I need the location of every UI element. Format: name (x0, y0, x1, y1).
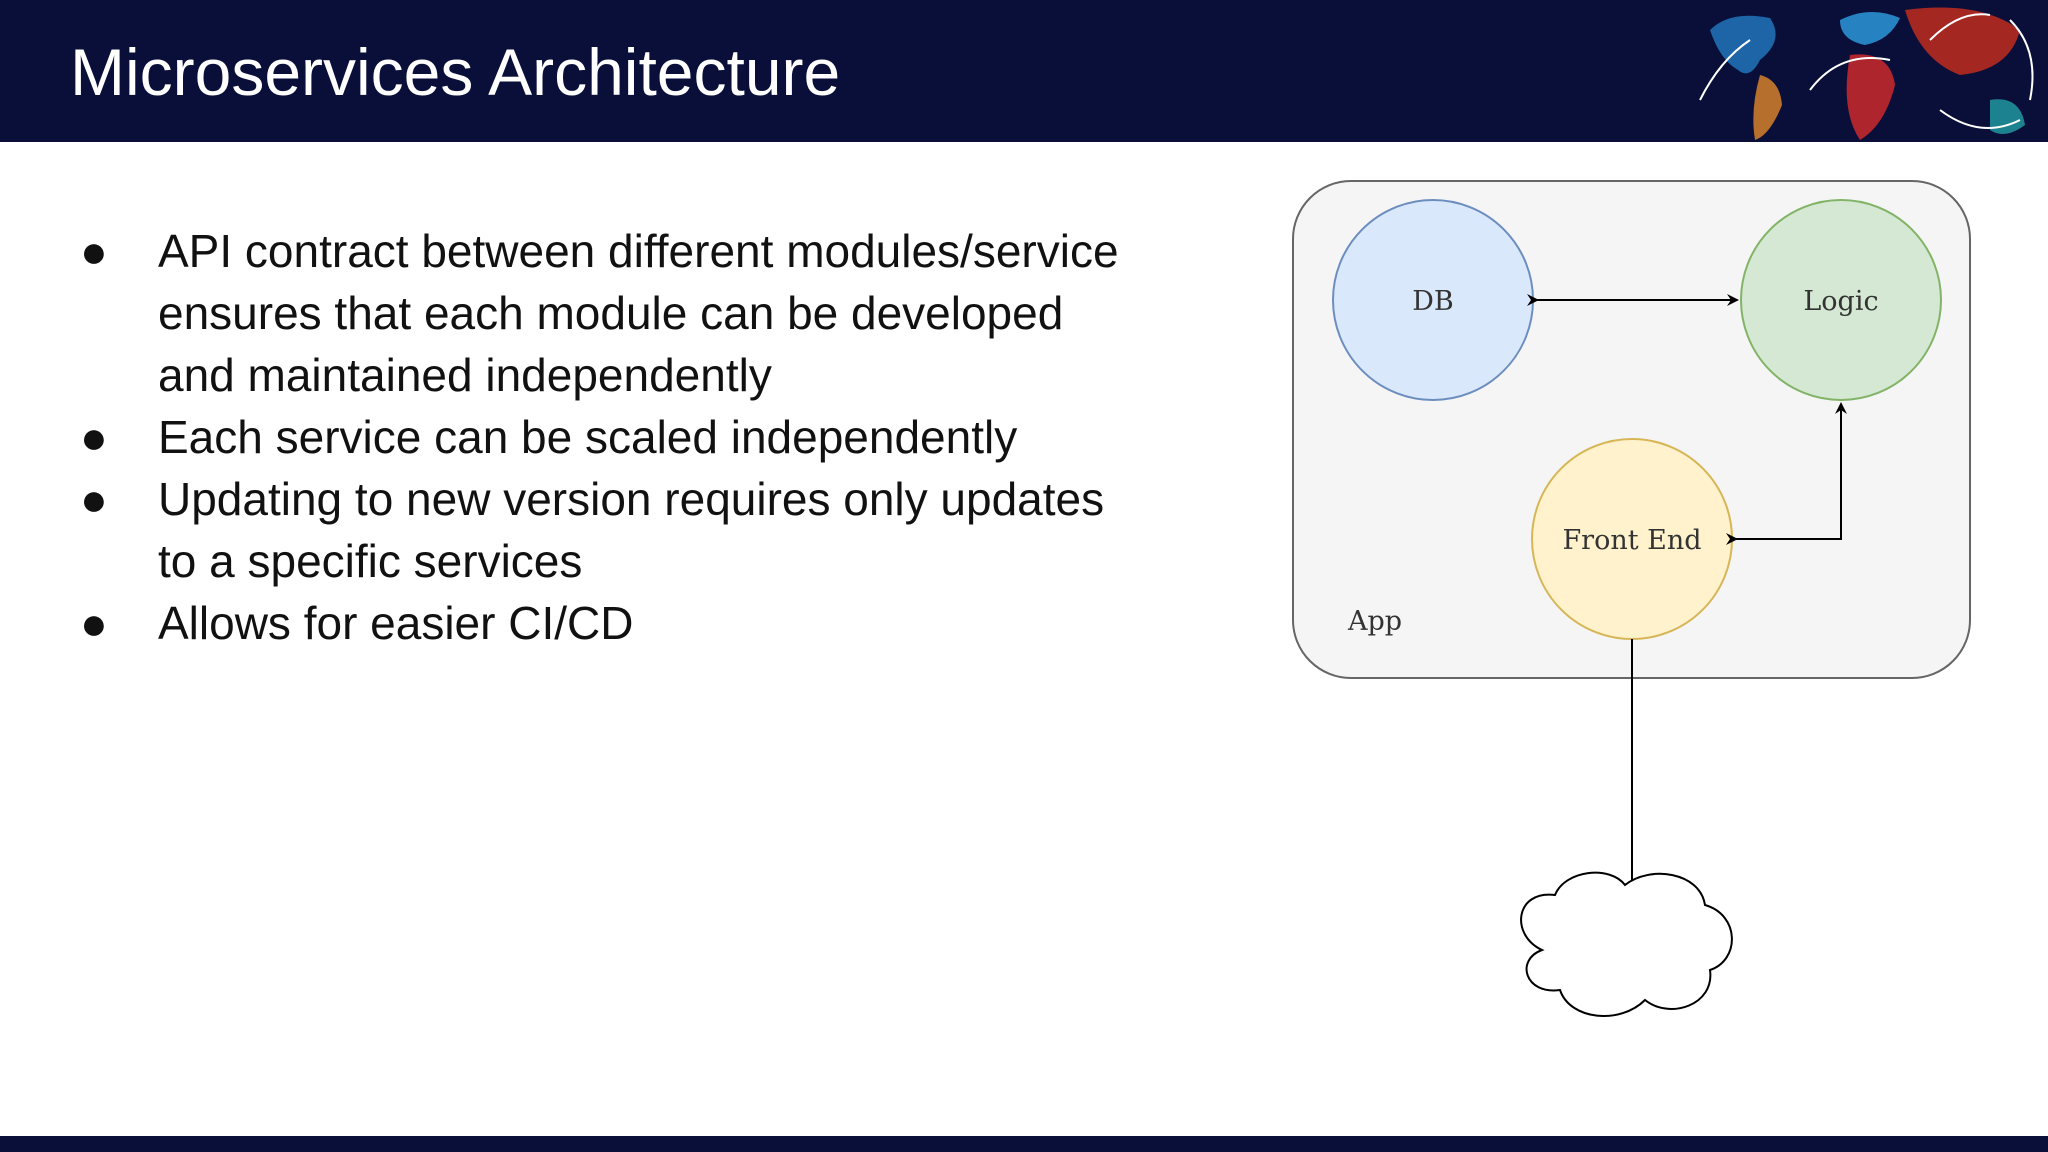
bullet-item: ● Updating to new version requires only … (70, 468, 1150, 592)
bullet-item: ● Each service can be scaled independent… (70, 406, 1150, 468)
front-end-label: Front End (1562, 525, 1701, 556)
architecture-diagram: App DB Logic Front End (1292, 180, 1971, 1017)
bullet-item: ● Allows for easier CI/CD (70, 592, 1150, 654)
bullet-marker: ● (80, 473, 108, 525)
logic-label: Logic (1803, 286, 1878, 317)
world-map-icon (1699, 7, 2034, 140)
bullet-marker: ● (80, 225, 108, 277)
bullet-list: ● API contract between different modules… (70, 220, 1150, 654)
bullet-text: Updating to new version requires only up… (158, 473, 1105, 587)
cloud-icon (1520, 871, 1733, 1017)
app-label: App (1347, 606, 1402, 637)
bullet-text: Allows for easier CI/CD (158, 597, 634, 649)
frontend-logic-connector (1726, 402, 1847, 545)
db-label: DB (1412, 286, 1454, 317)
slide-header: Microservices Architecture (0, 0, 2048, 142)
bullet-item: ● API contract between different modules… (70, 220, 1150, 406)
bullet-marker: ● (80, 597, 108, 649)
bullet-text: API contract between different modules/s… (158, 225, 1119, 401)
slide-title: Microservices Architecture (70, 35, 841, 109)
bullet-marker: ● (80, 411, 108, 463)
logic-node[interactable] (1740, 199, 1942, 401)
slide-footer-bar (0, 1136, 2048, 1152)
bullet-text: Each service can be scaled independently (158, 411, 1018, 463)
